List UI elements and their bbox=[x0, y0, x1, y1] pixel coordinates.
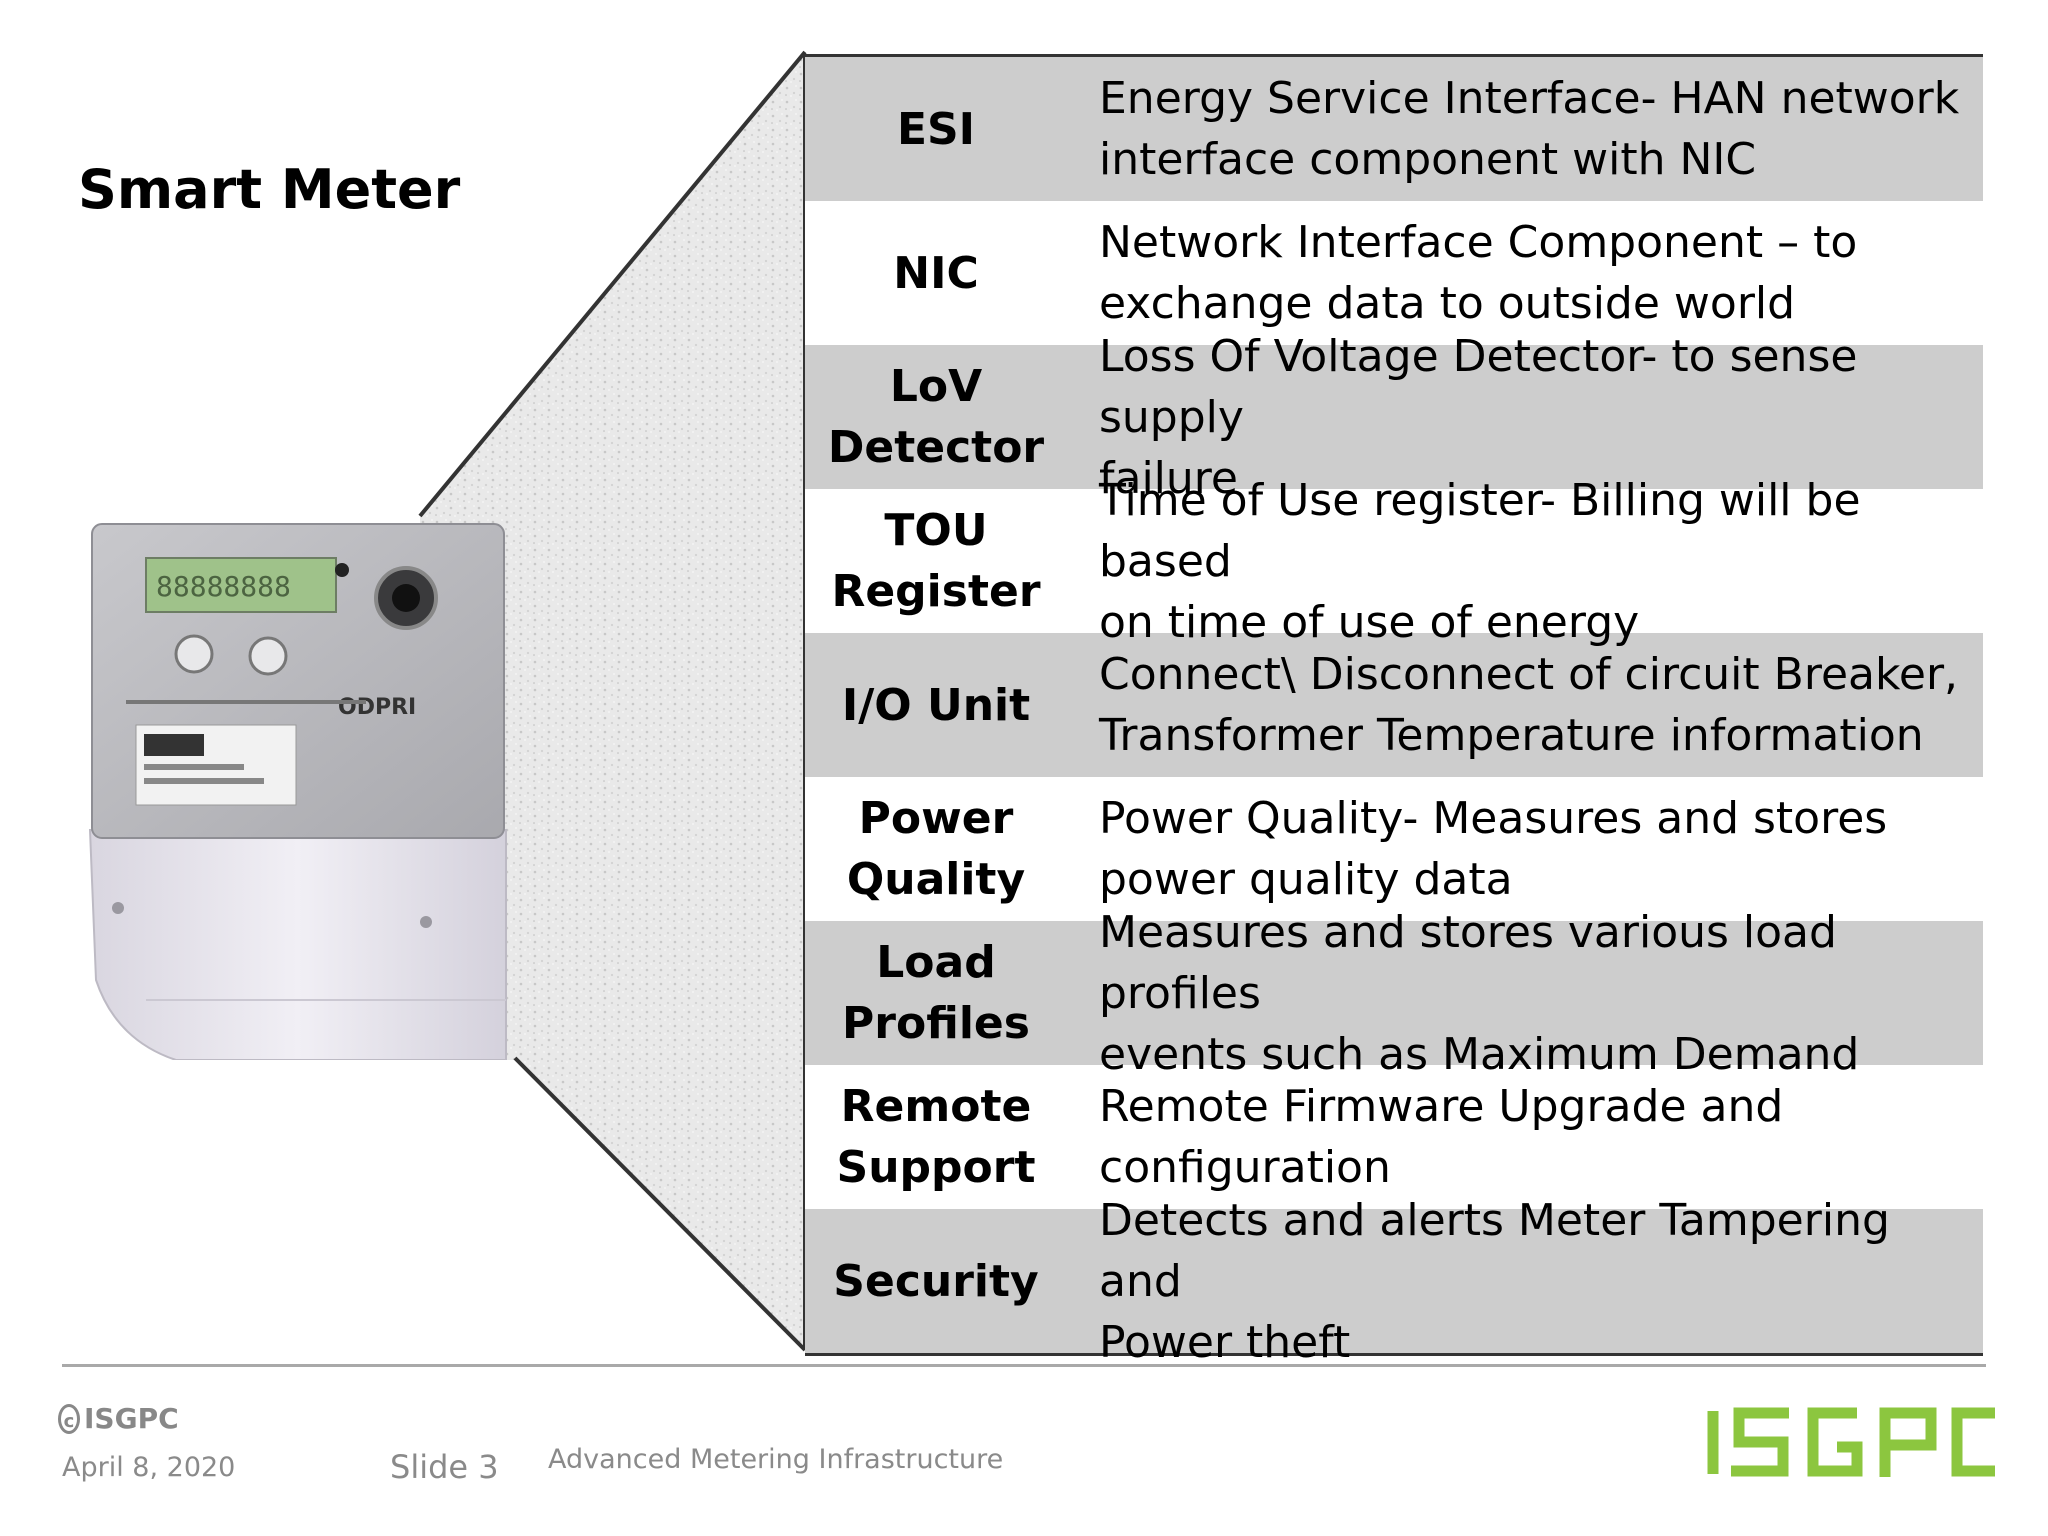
svg-text:ODPRI: ODPRI bbox=[338, 695, 416, 720]
component-description: Energy Service Interface- HAN network in… bbox=[1099, 73, 1960, 185]
table-row: Security Detects and alerts Meter Tamperi… bbox=[805, 1195, 1983, 1368]
copyright-notice: c ISGPC bbox=[58, 1402, 179, 1435]
component-description: Power Quality- Measures and stores power… bbox=[1099, 793, 1888, 905]
smart-meter-image: 88888888 ODPRI bbox=[86, 520, 526, 1061]
slide-number: Slide 3 bbox=[390, 1448, 499, 1486]
isgpc-logo bbox=[1705, 1405, 2000, 1480]
presentation-title: Advanced Metering Infrastructure bbox=[548, 1444, 1004, 1475]
component-description: Remote Firmware Upgrade and configuratio… bbox=[1099, 1081, 1784, 1193]
copyright-text: ISGPC bbox=[84, 1402, 179, 1435]
component-name: I/O Unit bbox=[841, 679, 1031, 731]
component-table: ESI Energy Service Interface- HAN network… bbox=[805, 54, 1983, 1368]
component-description: Network Interface Component – to exchang… bbox=[1099, 217, 1858, 329]
table-row: Remote Support Remote Firmware Upgrade an… bbox=[805, 1065, 1983, 1209]
component-description: Detects and alerts Meter Tampering and P… bbox=[1099, 1194, 1890, 1368]
component-name: ESI bbox=[896, 103, 976, 155]
component-description: Connect\ Disconnect of circuit Breaker, … bbox=[1099, 649, 1959, 761]
table-row: NIC Network Interface Component – to exch… bbox=[805, 201, 1983, 345]
component-name: Remote Support bbox=[836, 1081, 1036, 1193]
component-name: LoV Detector bbox=[827, 361, 1045, 473]
component-name: Load Profiles bbox=[842, 937, 1030, 1049]
footer-date: April 8, 2020 bbox=[62, 1452, 236, 1483]
table-row: LoV Detector Loss Of Voltage Detector- to… bbox=[805, 331, 1983, 504]
component-name: NIC bbox=[893, 247, 979, 299]
component-description: Loss Of Voltage Detector- to sense suppl… bbox=[1099, 330, 1858, 504]
component-name: Power Quality bbox=[846, 793, 1026, 905]
component-description: Measures and stores various load profile… bbox=[1099, 906, 1860, 1080]
table-row: Power Quality Power Quality- Measures and… bbox=[805, 777, 1983, 921]
component-description: Time of Use register- Billing will be ba… bbox=[1099, 474, 1861, 648]
component-name: Security bbox=[833, 1255, 1039, 1307]
table-row: TOU Register Time of Use register- Billin… bbox=[805, 475, 1983, 648]
table-row: Load Profiles Measures and stores various… bbox=[805, 907, 1983, 1080]
slide-title: Smart Meter bbox=[78, 158, 461, 221]
table-row: I/O Unit Connect\ Disconnect of circuit B… bbox=[805, 633, 1983, 777]
component-name: TOU Register bbox=[831, 505, 1041, 617]
footer-divider bbox=[62, 1364, 1986, 1367]
svg-text:88888888: 88888888 bbox=[156, 570, 291, 603]
copyright-icon: c bbox=[58, 1403, 80, 1434]
table-row: ESI Energy Service Interface- HAN network… bbox=[805, 57, 1983, 201]
